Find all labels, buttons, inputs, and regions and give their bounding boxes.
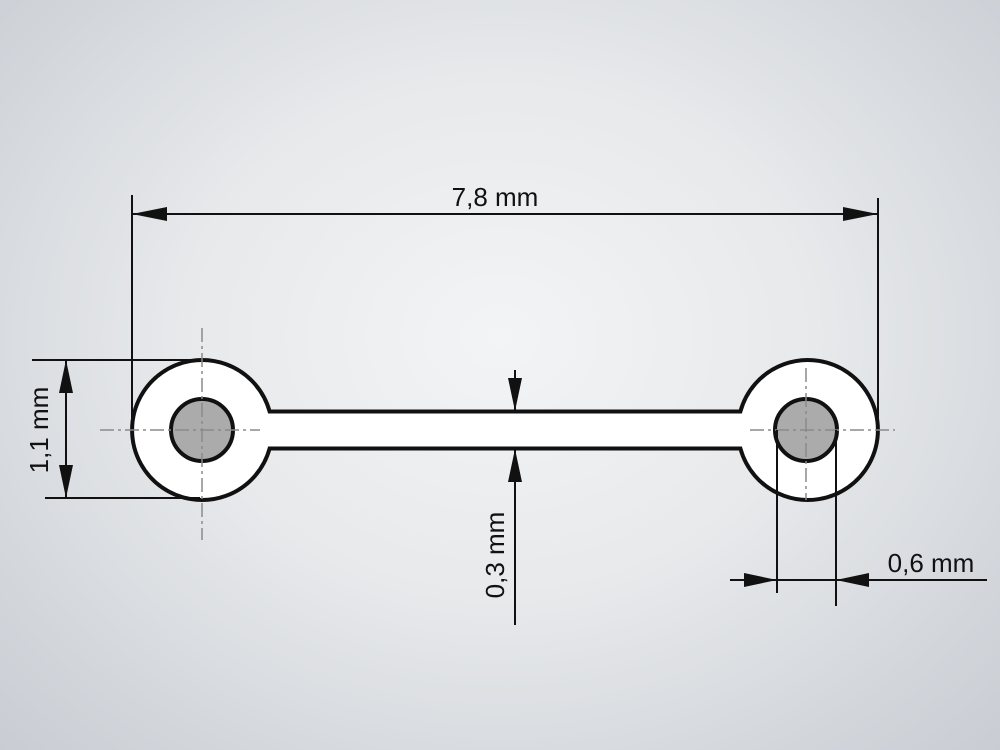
pad-diameter-label: 1,1 mm — [24, 387, 54, 474]
part-outline — [130, 358, 880, 502]
hole-diameter-dimension: 0,6 mm — [730, 430, 987, 606]
hole-diameter-label: 0,6 mm — [888, 548, 975, 578]
overall-length-dimension: 7,8 mm — [131, 182, 879, 428]
overall-length-label: 7,8 mm — [452, 182, 539, 212]
track-width-dimension: 0,3 mm — [480, 370, 522, 625]
pad-diameter-dimension: 1,1 mm — [24, 359, 200, 499]
centerlines — [100, 328, 895, 540]
track-width-label: 0,3 mm — [480, 512, 510, 599]
